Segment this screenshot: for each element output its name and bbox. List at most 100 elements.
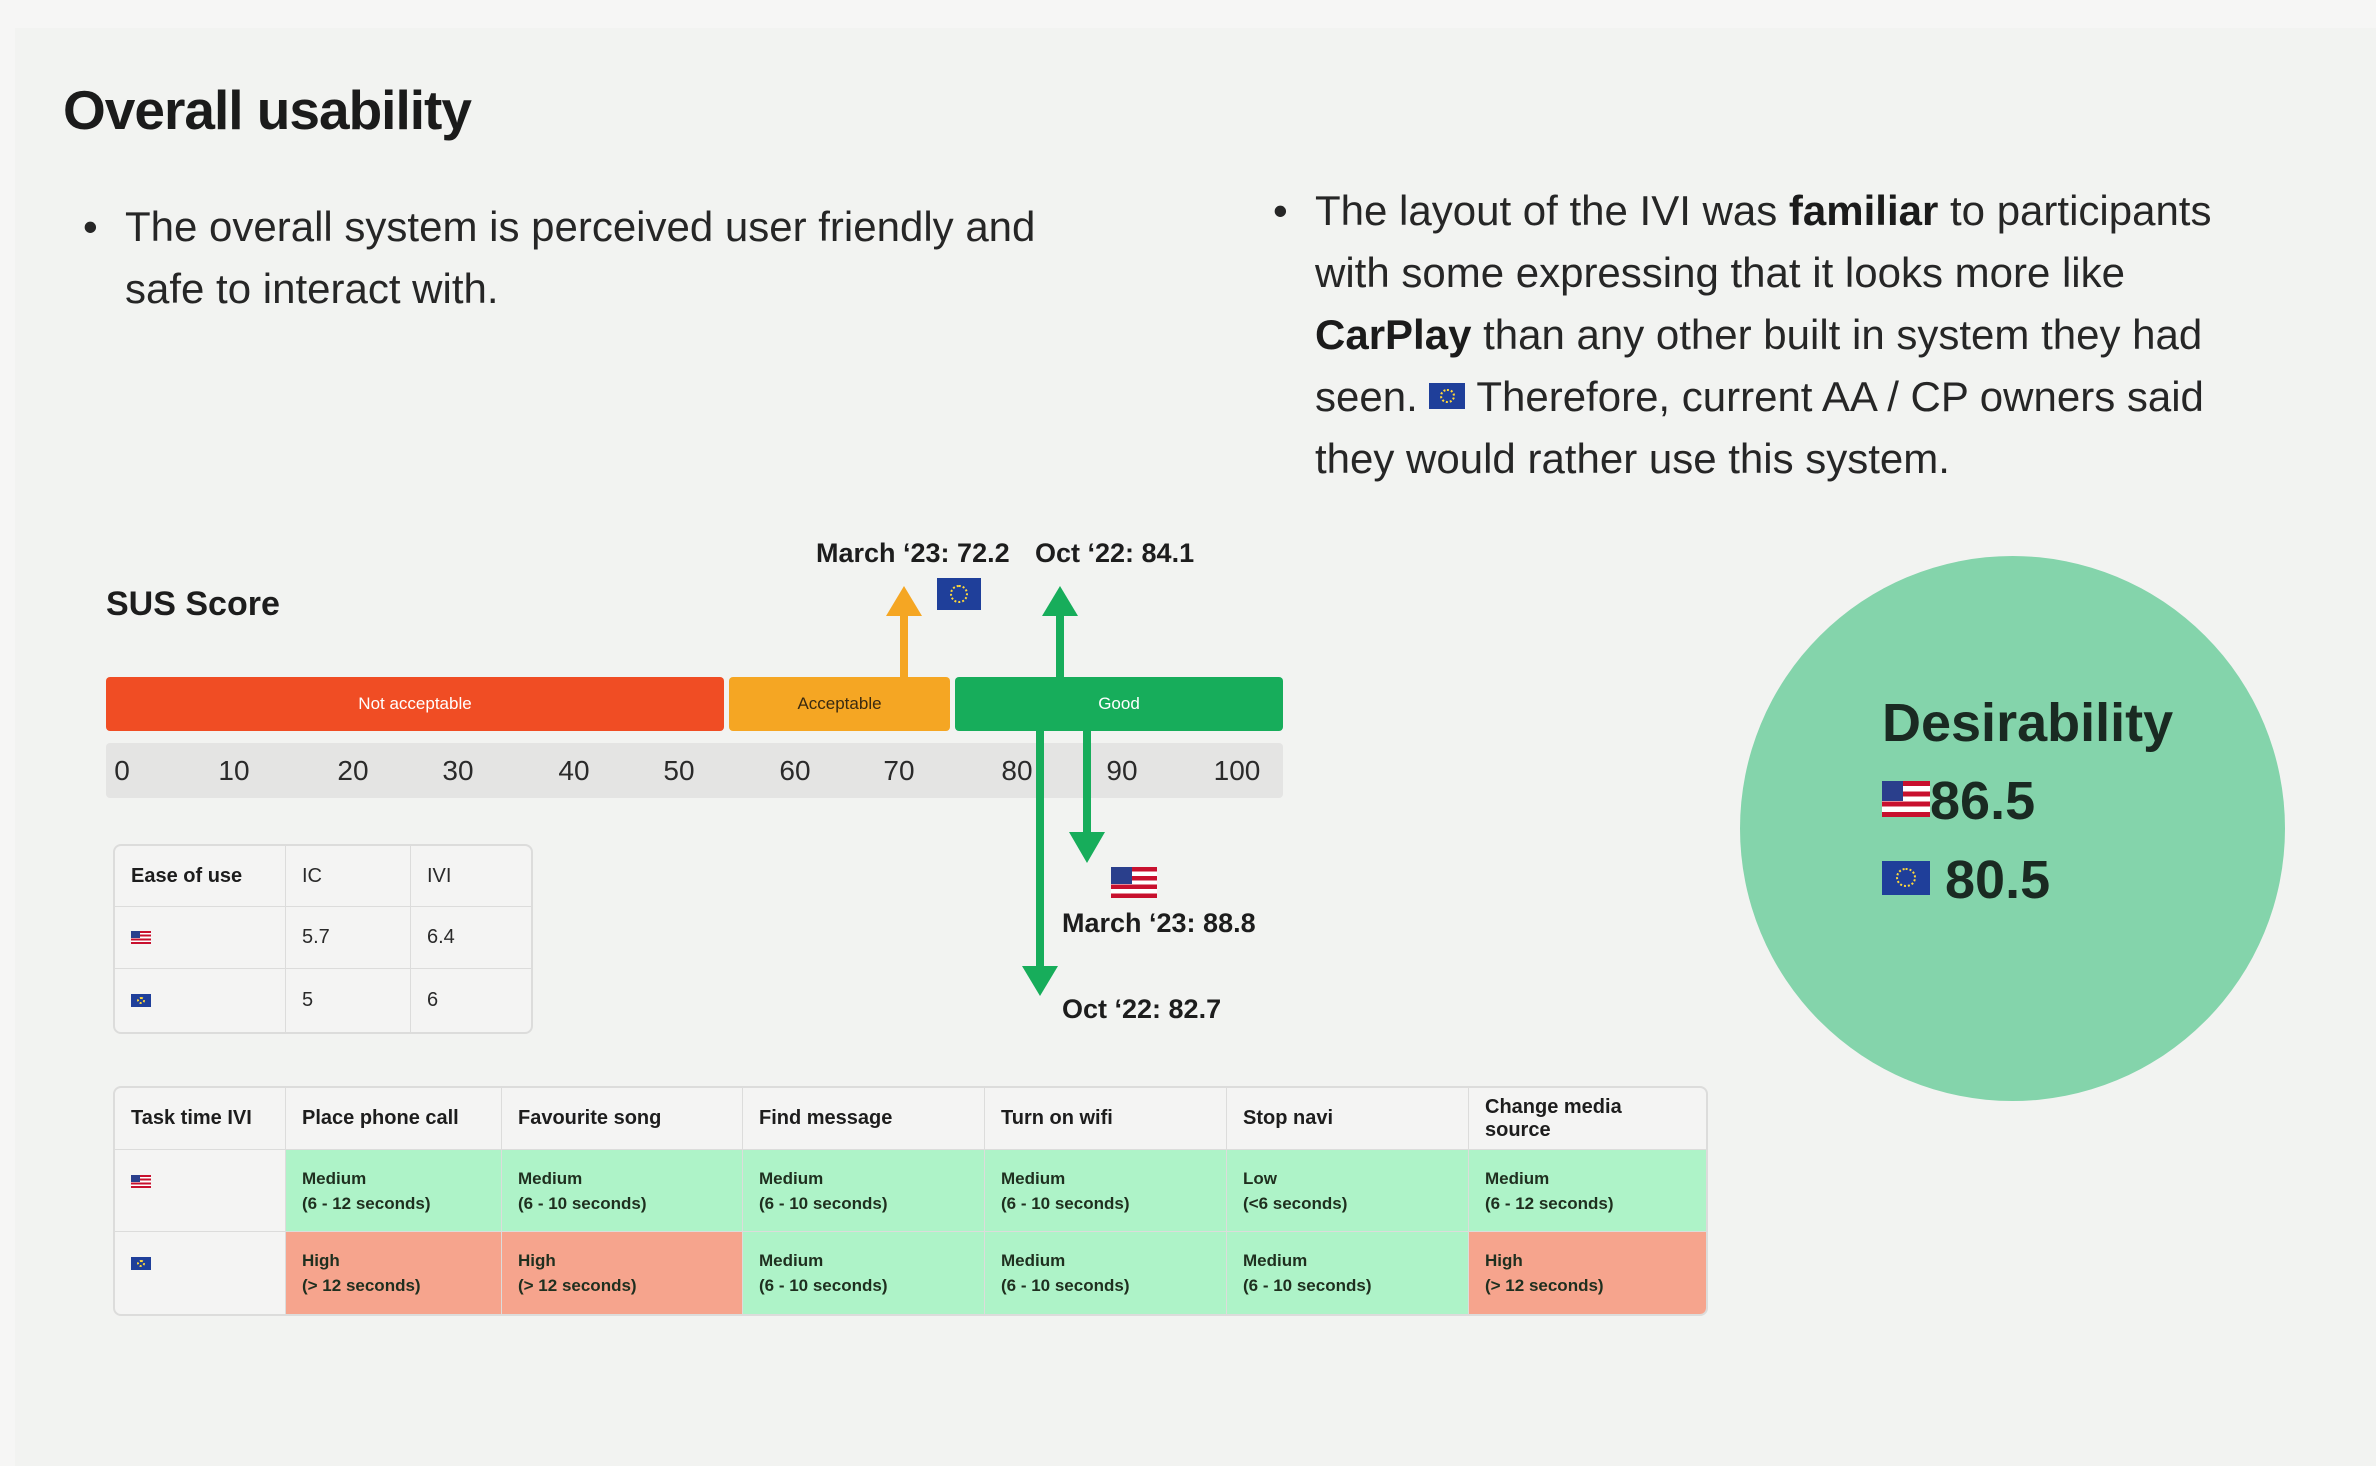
task-range: (6 - 10 seconds) (518, 1193, 647, 1213)
table-row: Medium (6 - 12 seconds) Medium (6 - 10 sec… (115, 1150, 1706, 1232)
table-header-row: Task time IVI Place phone call Favourite… (115, 1088, 1706, 1150)
task-range: (6 - 10 seconds) (1001, 1193, 1130, 1213)
bullet-right-text-2: to participants with some expressing tha… (1315, 187, 2212, 296)
ease-of-use-table: Ease of use IC IVI 5.7 6.4 5 6 (113, 844, 533, 1034)
desirability-title: Desirability (1882, 693, 2174, 753)
task-range: (6 - 12 seconds) (1485, 1193, 1614, 1213)
task-range: (6 - 10 seconds) (1243, 1276, 1372, 1295)
table-header-cell: Place phone call (286, 1088, 502, 1150)
task-level: Medium (759, 1251, 824, 1270)
marker-label-eu-march-23: March ‘23: 72.2 (816, 538, 1010, 568)
task-cell: Low (<6 seconds) (1227, 1150, 1469, 1232)
table-cell (115, 907, 286, 969)
tick-label: 60 (779, 755, 811, 786)
table-header-cell: Find message (743, 1088, 985, 1150)
table-header-row: Ease of use IC IVI (115, 846, 531, 907)
table-header-cell: Favourite song (502, 1088, 743, 1150)
task-level: Medium (302, 1168, 367, 1188)
table-row: 5 6 (115, 969, 531, 1032)
task-level: Low (1243, 1168, 1277, 1188)
task-cell: Medium (6 - 10 seconds) (502, 1150, 743, 1232)
desirability-eu-number: 80.5 (1930, 850, 2051, 910)
table-cell: 6 (427, 989, 439, 1011)
table-cell: 5.7 (286, 907, 411, 969)
table-header-cell: IVI (411, 846, 531, 907)
task-range: (> 12 seconds) (302, 1276, 421, 1295)
task-cell: Medium (6 - 10 seconds) (1227, 1232, 1469, 1314)
marker-label-eu-oct-22: Oct ‘22: 84.1 (1035, 538, 1195, 568)
marker-label-us-oct-22: Oct ‘22: 82.7 (1062, 994, 1222, 1024)
eu-flag-icon (1882, 860, 1930, 895)
task-level: Medium (759, 1168, 824, 1188)
tick-label: 90 (1106, 755, 1138, 786)
tick-label: 10 (218, 755, 250, 786)
table-header-cell: IC (286, 846, 411, 907)
bullet-right: • The layout of the IVI was familiar to … (1273, 180, 2275, 490)
tick-label: 100 (1213, 755, 1261, 786)
tick-label: 30 (442, 755, 474, 786)
table-header-cell: Ease of use (115, 846, 286, 907)
marker-label-us-march-23: March ‘23: 88.8 (1062, 908, 1256, 938)
bullet-left: • The overall system is perceived user f… (83, 196, 1125, 320)
bullet-right-bold-familiar: familiar (1788, 187, 1939, 234)
task-level: Medium (1485, 1168, 1550, 1188)
task-cell: Medium (6 - 12 seconds) (1469, 1150, 1706, 1232)
band-acceptable: Acceptable (729, 677, 950, 731)
tick-label: 40 (558, 755, 590, 786)
desirability-eu-value: 80.5 (1882, 849, 2050, 911)
bullet-right-text-3: than any other built in system they had … (1315, 311, 2203, 420)
sus-score-title: SUS Score (106, 585, 280, 623)
us-flag-icon (131, 1175, 151, 1189)
arrow-eu-march-23 (886, 586, 922, 677)
task-cell: Medium(6 - 10 seconds) (743, 1150, 985, 1232)
desirability-circle (1740, 556, 2285, 1101)
task-range: (> 12 seconds) (1485, 1276, 1604, 1295)
task-range: (6 - 12 seconds) (302, 1193, 431, 1213)
table-header-cell: Change media source (1469, 1088, 1706, 1150)
page-title: Overall usability (63, 79, 472, 141)
tick-label: 20 (337, 755, 369, 786)
task-range: (6 - 10 seconds) (1001, 1276, 1130, 1295)
bullet-left-text: The overall system is perceived user fri… (125, 203, 1036, 312)
table-cell: 5 (286, 969, 411, 1032)
task-level: High (302, 1251, 340, 1270)
task-range: (<6 seconds) (1243, 1193, 1348, 1213)
tick-label: 0 (114, 755, 130, 786)
task-level: Medium (518, 1168, 583, 1188)
task-range: (> 12 seconds) (518, 1276, 637, 1295)
bullet-dot: • (1273, 187, 1288, 234)
table-row: 5.7 6.4 (115, 907, 531, 969)
task-time-table: Task time IVI Place phone call Favourite… (113, 1086, 1708, 1316)
task-level: High (1485, 1251, 1523, 1270)
task-cell: Medium (6 - 12 seconds) (286, 1150, 502, 1232)
task-cell: Medium (6 - 10 seconds) (743, 1232, 985, 1314)
tick-label: 80 (1001, 755, 1033, 786)
eu-flag-icon (131, 994, 151, 1008)
task-cell: High (> 12 seconds) (286, 1232, 502, 1314)
bullet-right-text-4: Therefore, current AA / CP owners said t… (1315, 373, 2204, 482)
table-header-cell: Task time IVI (115, 1088, 286, 1150)
task-level: Medium (1001, 1168, 1066, 1188)
arrow-us-oct-22 (1022, 731, 1058, 996)
table-cell (115, 1150, 286, 1232)
task-cell: High(> 12 seconds) (502, 1232, 743, 1314)
table-cell (115, 1232, 286, 1314)
us-flag-icon (1111, 866, 1158, 898)
bullet-right-bold-carplay: CarPlay (1315, 311, 1472, 358)
table-cell (115, 969, 286, 1032)
arrow-eu-oct-22 (1042, 586, 1078, 677)
arrow-us-march-23 (1069, 731, 1105, 863)
band-not-acceptable: Not acceptable (106, 677, 724, 731)
tick-label: 70 (883, 755, 915, 786)
eu-flag-icon (1429, 382, 1466, 409)
table-row: High (> 12 seconds) High (> 12 seconds) Me… (115, 1232, 1706, 1314)
band-good: Good (955, 677, 1283, 731)
task-cell: Medium (6 - 10 seconds) (985, 1150, 1227, 1232)
table-header-cell: Turn on wifi (985, 1088, 1227, 1150)
eu-flag-icon (937, 578, 981, 610)
task-range: (6 - 10 seconds) (759, 1276, 888, 1295)
us-flag-icon (1882, 780, 1930, 817)
table-header-cell: Stop navi (1227, 1088, 1469, 1150)
task-level: Medium (1243, 1251, 1308, 1270)
